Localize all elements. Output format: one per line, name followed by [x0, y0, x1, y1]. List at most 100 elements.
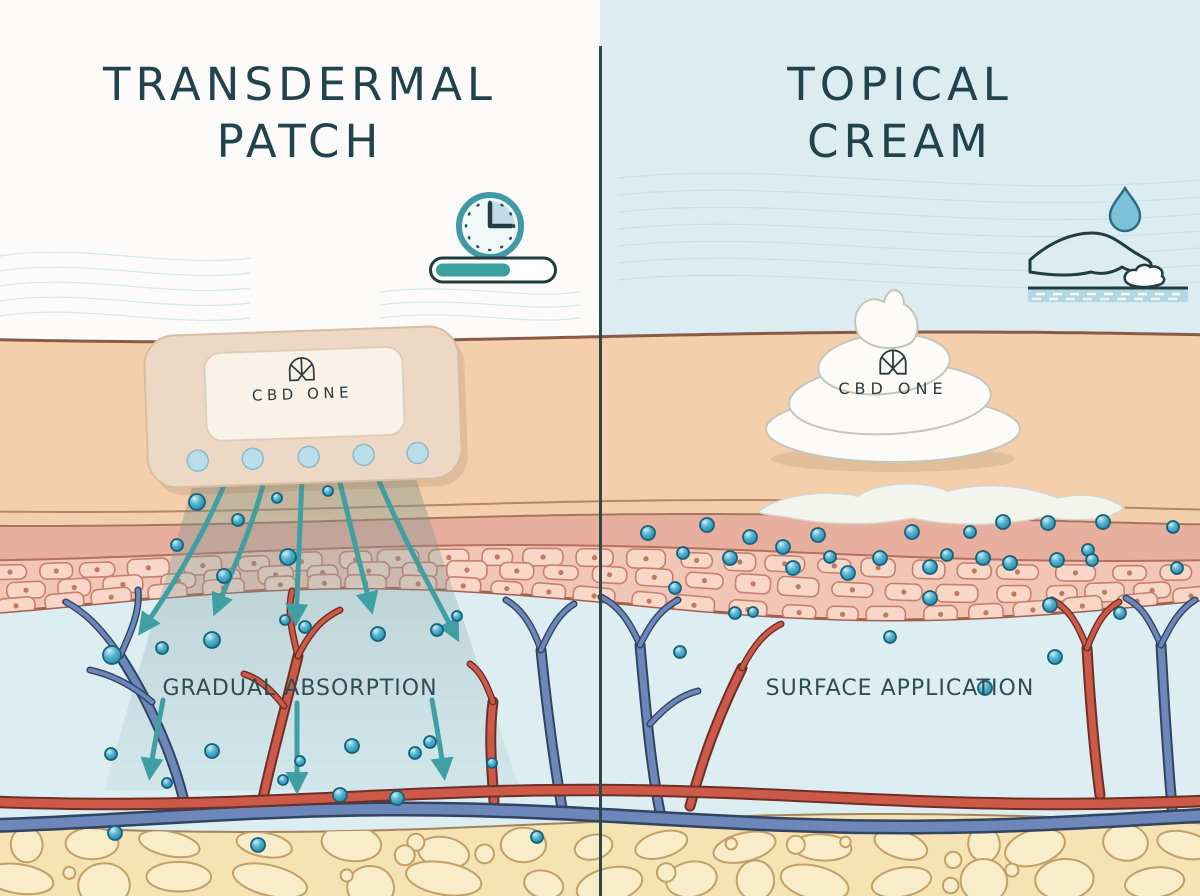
cbd-droplet [785, 560, 801, 576]
fat-lobule [145, 860, 213, 893]
cbd-droplet [747, 606, 759, 618]
cbd-droplet [883, 630, 897, 644]
cbd-droplet [977, 680, 993, 696]
cbd-droplet [922, 559, 938, 575]
cbd-droplet [1049, 552, 1065, 568]
fat-lobule [405, 860, 483, 896]
epidermis-cell [591, 565, 628, 585]
epidermis-cell [1054, 563, 1097, 582]
cbd-droplet [430, 623, 444, 637]
cbd-droplet [294, 755, 306, 767]
cbd-droplet [940, 548, 954, 562]
cbd-droplet [332, 787, 348, 803]
cbd-droplet [279, 614, 291, 626]
cbd-one-logo-icon [223, 353, 380, 404]
cbd-droplet [728, 606, 742, 620]
epidermis-cell [884, 582, 923, 602]
absorption-arrows [138, 473, 460, 795]
right-title-line2: CREAM [807, 115, 993, 169]
right-panel-caption: SURFACE APPLICATION [765, 676, 1035, 701]
cbd-droplet [216, 568, 232, 584]
cbd-droplet [722, 550, 738, 566]
cbd-droplet [370, 626, 386, 642]
epidermis-cell [634, 567, 674, 588]
progress-bar [428, 255, 558, 289]
fat-lobule [1004, 862, 1020, 878]
right-panel-title: TOPICAL CREAM [630, 56, 1170, 170]
epidermis-cell [575, 547, 614, 568]
patch-reservoir-dots [186, 441, 429, 472]
fat-lobule [634, 829, 689, 860]
left-title-line1: TRANSDERMAL [103, 58, 497, 111]
fat-lobule [870, 866, 933, 896]
epidermis-cell [684, 571, 724, 590]
cbd-droplet [203, 631, 221, 649]
cbd-droplet [344, 738, 360, 754]
panel-divider [599, 46, 602, 896]
epidermis-cell [996, 584, 1032, 604]
fat-lobule [959, 858, 1009, 896]
fat-lobule [785, 834, 806, 855]
epidermis-cell [490, 579, 524, 598]
cbd-droplet [904, 524, 920, 540]
cbd-droplet [250, 837, 266, 853]
cbd-droplet [975, 550, 991, 566]
fat-lobule [346, 864, 395, 896]
cbd-droplet [995, 514, 1011, 530]
fat-lobules [0, 823, 1200, 896]
cbd-droplet [673, 645, 687, 659]
epidermis-cell [0, 563, 28, 581]
cbd-droplet [1113, 606, 1127, 620]
cream-brand-text: CBD ONE [838, 379, 948, 398]
fat-lobule [339, 868, 354, 883]
fat-lobule [779, 863, 850, 896]
fat-lobule [474, 843, 496, 865]
cbd-droplet [1042, 597, 1058, 613]
epidermis-cell [481, 547, 514, 567]
epidermis-cell [126, 557, 171, 579]
epidermis-cell [39, 561, 74, 580]
cbd-droplet [170, 538, 184, 552]
cbd-droplet [408, 746, 422, 760]
cbd-droplet [775, 539, 791, 555]
fat-lobule [0, 862, 55, 896]
cbd-droplet [1040, 515, 1056, 531]
cbd-droplet [161, 777, 173, 789]
left-panel-caption: GRADUAL ABSORPTION [162, 676, 438, 701]
cbd-droplet [188, 493, 206, 511]
cbd-droplet [676, 546, 690, 560]
epidermis-cell [922, 604, 959, 620]
cbd-droplet [271, 492, 283, 504]
cbd-droplet [668, 581, 682, 595]
epidermis-cell [1111, 564, 1148, 582]
cbd-droplet [389, 790, 405, 806]
cbd-droplet [1166, 520, 1180, 534]
fat-lobule [724, 837, 738, 851]
cbd-droplet [1170, 561, 1184, 575]
cbd-droplets [102, 485, 1184, 853]
epidermis-cell [776, 575, 820, 598]
cbd-droplet [640, 525, 656, 541]
cbd-droplet [823, 550, 837, 564]
epidermis-cell [956, 562, 993, 580]
cbd-droplet [530, 830, 544, 844]
cbd-droplet [102, 645, 122, 665]
cbd-droplet [322, 485, 334, 497]
epidermis-cell [542, 564, 580, 581]
cbd-droplet [1095, 514, 1111, 530]
fat-lobule [138, 829, 201, 859]
epidermis-cell [522, 547, 564, 567]
cbd-droplet [1047, 649, 1063, 665]
fat-lobule [393, 844, 416, 867]
cbd-droplet [231, 513, 245, 527]
progress-fill [436, 263, 510, 277]
left-panel-title: TRANSDERMAL PATCH [30, 56, 570, 170]
cbd-droplet [423, 735, 437, 749]
cbd-droplet [451, 610, 463, 622]
cbd-droplet [840, 565, 856, 581]
fat-lobule [523, 869, 565, 896]
hand-applying-cream-icon [1028, 185, 1188, 308]
cbd-droplet [277, 774, 289, 786]
fat-lobule [665, 860, 718, 896]
